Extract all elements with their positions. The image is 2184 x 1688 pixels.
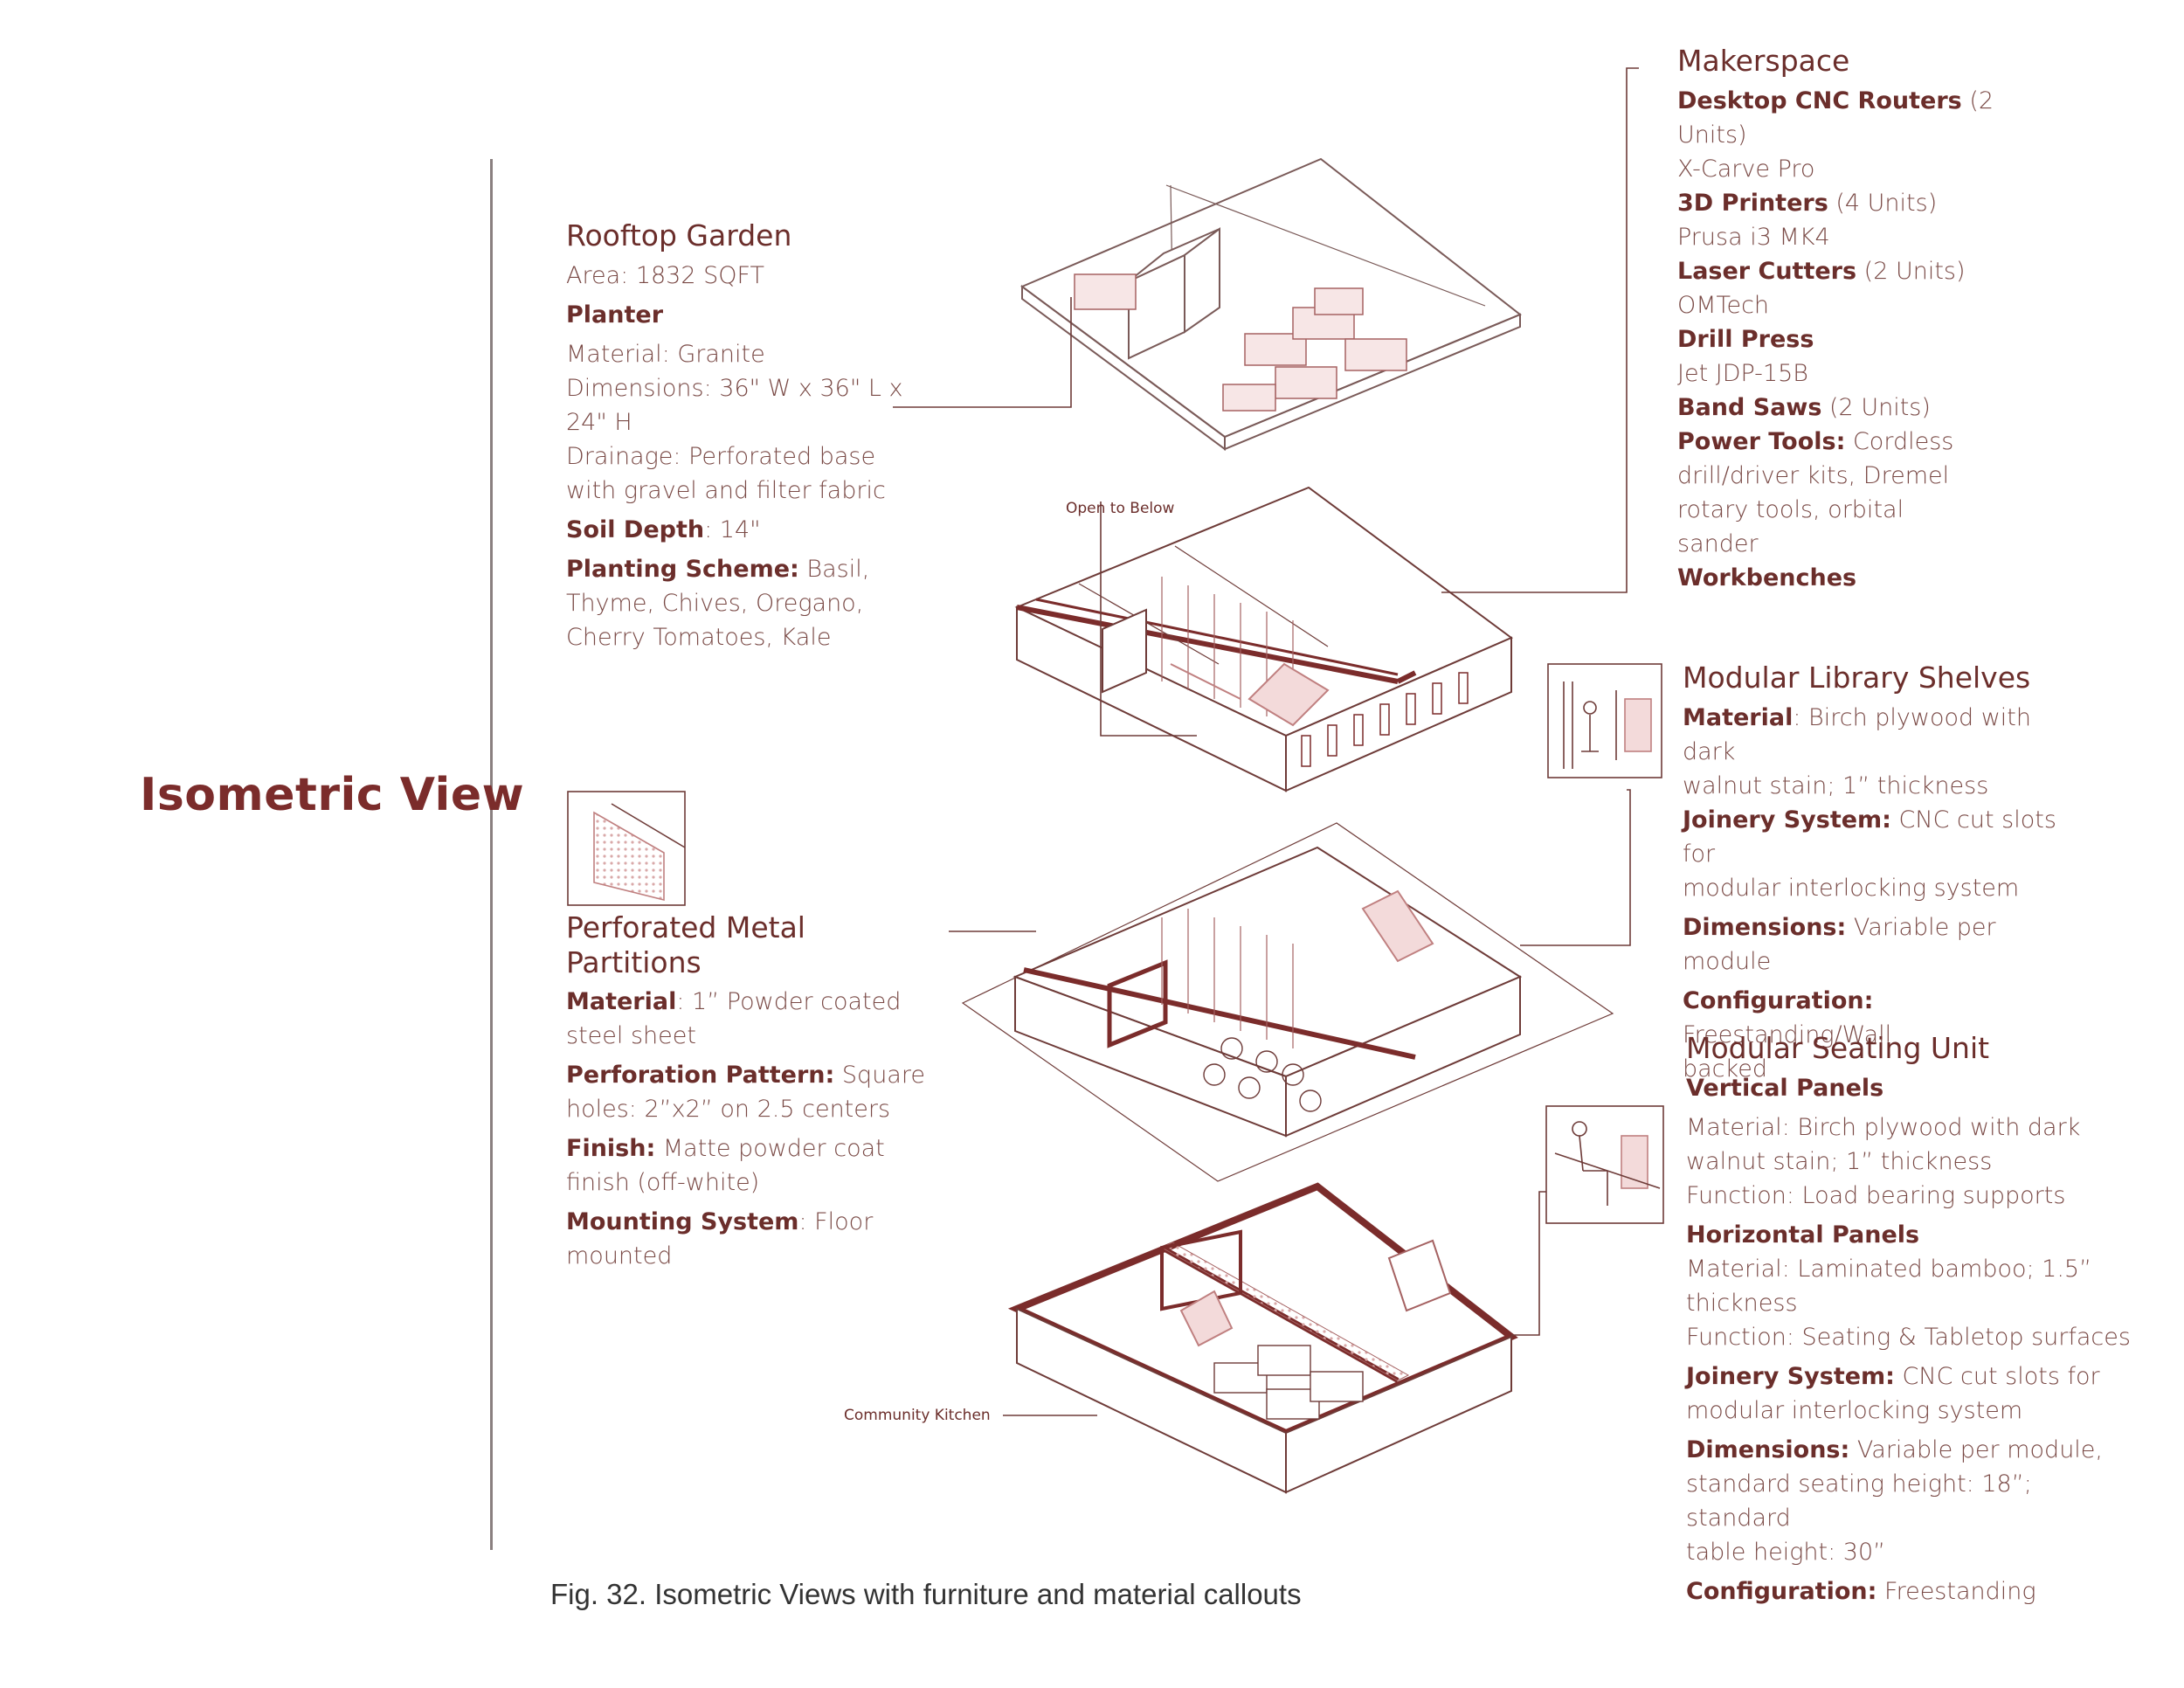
- planting-scheme-cont-2: Cherry Tomatoes, Kale: [566, 623, 832, 651]
- makerspace-callout: Makerspace Desktop CNC Routers (2 Units)…: [1677, 44, 2009, 595]
- pattern-key: Perforation Pattern:: [566, 1062, 835, 1090]
- rooftop-garden-callout: Rooftop Garden Area: 1832 SQFT Planter M…: [566, 218, 916, 654]
- material-cont: steel sheet: [566, 1022, 696, 1050]
- pattern-value: Square: [834, 1062, 925, 1090]
- finish-key: Finish:: [566, 1135, 656, 1163]
- workbenches-key: Workbenches: [1677, 564, 1857, 591]
- vertical-panels-heading: Vertical Panels: [1686, 1074, 1884, 1102]
- laser-key: Laser Cutters: [1677, 257, 1857, 285]
- callout-title: Rooftop Garden: [566, 218, 792, 253]
- cnc-key: Desktop CNC Routers: [1677, 86, 1962, 114]
- finish-cont: finish (off-white): [566, 1169, 760, 1197]
- perforated-partitions-callout: Perforated Metal Partitions Material: 1”…: [566, 910, 933, 1273]
- horizontal-panels-heading: Horizontal Panels: [1686, 1221, 1920, 1249]
- vertical-material-cont: walnut stain; 1” thickness: [1686, 1147, 1993, 1175]
- first-floor-drawing: [961, 822, 1614, 1182]
- band-key: Band Saws: [1677, 393, 1822, 421]
- drainage-text: Drainage: Perforated base: [566, 442, 876, 470]
- configuration-key: Configuration:: [1686, 1577, 1877, 1605]
- dimensions-text-cont: 24" H: [566, 408, 632, 436]
- material-value: : Birch plywood with dark: [1683, 703, 2032, 765]
- planter-heading: Planter: [566, 301, 664, 329]
- library-shelves-thumbnail: [1547, 663, 1662, 778]
- horizontal-function: Function: Seating & Tabletop surfaces: [1686, 1323, 2131, 1351]
- planting-scheme-value: Basil,: [798, 555, 870, 583]
- figure-caption: Fig. 32. Isometric Views with furniture …: [550, 1578, 1302, 1610]
- material-text: Material: Granite: [566, 340, 765, 368]
- power-value: Cordless: [1845, 427, 1954, 455]
- band-value: (2 Units): [1821, 393, 1931, 421]
- dimensions-value: Variable per module,: [1849, 1435, 2103, 1463]
- vertical-material: Material: Birch plywood with dark: [1686, 1113, 2081, 1141]
- drill-model: Jet JDP-15B: [1677, 359, 1808, 387]
- cnc-value: (2: [1961, 86, 1994, 114]
- printers-model: Prusa i3 MK4: [1677, 223, 1830, 251]
- cnc-units: Units): [1677, 121, 1747, 149]
- mounting-key: Mounting System: [566, 1208, 799, 1236]
- soil-depth-value: : 14": [704, 515, 761, 543]
- drainage-text-cont: with gravel and filter fabric: [566, 476, 886, 504]
- horizontal-material-cont: thickness: [1686, 1289, 1798, 1317]
- configuration-key: Configuration:: [1683, 986, 1874, 1014]
- power-key: Power Tools:: [1677, 427, 1846, 455]
- joinery-cont: modular interlocking system: [1683, 874, 2020, 902]
- leader-lines: [893, 67, 1639, 1416]
- material-key: Material: [566, 988, 677, 1016]
- dimensions-value: Variable per module: [1683, 913, 1996, 975]
- seating-unit-callout: Modular Seating Unit Vertical Panels Mat…: [1686, 1031, 2140, 1608]
- divider-line: [490, 159, 493, 1550]
- laser-model: OMTech: [1677, 291, 1770, 319]
- joinery-cont: modular interlocking system: [1686, 1396, 2023, 1424]
- drill-key: Drill Press: [1677, 325, 1814, 353]
- joinery-key: Joinery System:: [1683, 806, 1891, 834]
- power-cont-2: rotary tools, orbital: [1677, 495, 1904, 523]
- dimensions-cont-2: table height: 30”: [1686, 1538, 1886, 1566]
- dimensions-key: Dimensions:: [1683, 913, 1847, 941]
- joinery-key: Joinery System:: [1686, 1362, 1895, 1390]
- configuration-cont: backed: [1683, 1055, 1767, 1083]
- section-title: Isometric View: [140, 769, 525, 821]
- material-key: Material: [1683, 703, 1794, 731]
- configuration-value: Freestanding/Wall: [1683, 1020, 1892, 1048]
- second-floor-drawing: [1014, 486, 1513, 792]
- power-cont-3: sander: [1677, 529, 1759, 557]
- planting-scheme-key: Planting Scheme:: [566, 555, 799, 583]
- joinery-value: CNC cut slots for: [1683, 806, 2056, 868]
- vertical-function: Function: Load bearing supports: [1686, 1181, 2066, 1209]
- rooftop-level-drawing: [1020, 157, 1522, 451]
- library-shelves-callout: Modular Library Shelves Material: Birch …: [1683, 661, 2067, 1086]
- joinery-value: CNC cut slots for: [1894, 1362, 2100, 1390]
- community-kitchen-label: Community Kitchen: [844, 1407, 991, 1424]
- open-to-below-label: Open to Below: [1066, 500, 1175, 517]
- power-cont: drill/driver kits, Dremel: [1677, 461, 1950, 489]
- soil-depth-key: Soil Depth: [566, 515, 705, 543]
- material-cont: walnut stain; 1” thickness: [1683, 771, 1989, 799]
- planting-scheme-cont: Thyme, Chives, Oregano,: [566, 589, 864, 617]
- callout-title: Perforated Metal Partitions: [566, 910, 805, 979]
- laser-value: (2 Units): [1856, 257, 1966, 285]
- printers-value: (4 Units): [1828, 189, 1938, 217]
- ground-floor-drawing: [1007, 1182, 1518, 1494]
- seating-unit-thumbnail: [1545, 1105, 1664, 1224]
- cnc-model: X-Carve Pro: [1677, 155, 1815, 183]
- pattern-cont: holes: 2”x2” on 2.5 centers: [566, 1096, 891, 1124]
- callout-title: Modular Seating Unit: [1686, 1031, 1990, 1065]
- configuration-value: Freestanding: [1876, 1577, 2036, 1605]
- dimensions-key: Dimensions:: [1686, 1435, 1850, 1463]
- dimensions-cont: standard seating height: 18”; standard: [1686, 1470, 2032, 1532]
- callout-title: Modular Library Shelves: [1683, 661, 2031, 695]
- mounting-cont: mounted: [566, 1242, 673, 1270]
- printers-key: 3D Printers: [1677, 189, 1828, 217]
- mounting-value: : Floor: [798, 1208, 874, 1236]
- finish-value: Matte powder coat: [655, 1135, 885, 1163]
- horizontal-material: Material: Laminated bamboo; 1.5”: [1686, 1255, 2092, 1283]
- area-text: Area: 1832 SQFT: [566, 261, 765, 289]
- dimensions-text: Dimensions: 36" W x 36" L x: [566, 374, 903, 402]
- callout-title: Makerspace: [1677, 44, 1850, 78]
- perforated-partition-thumbnail: [567, 791, 686, 906]
- material-value: : 1” Powder coated: [676, 988, 902, 1016]
